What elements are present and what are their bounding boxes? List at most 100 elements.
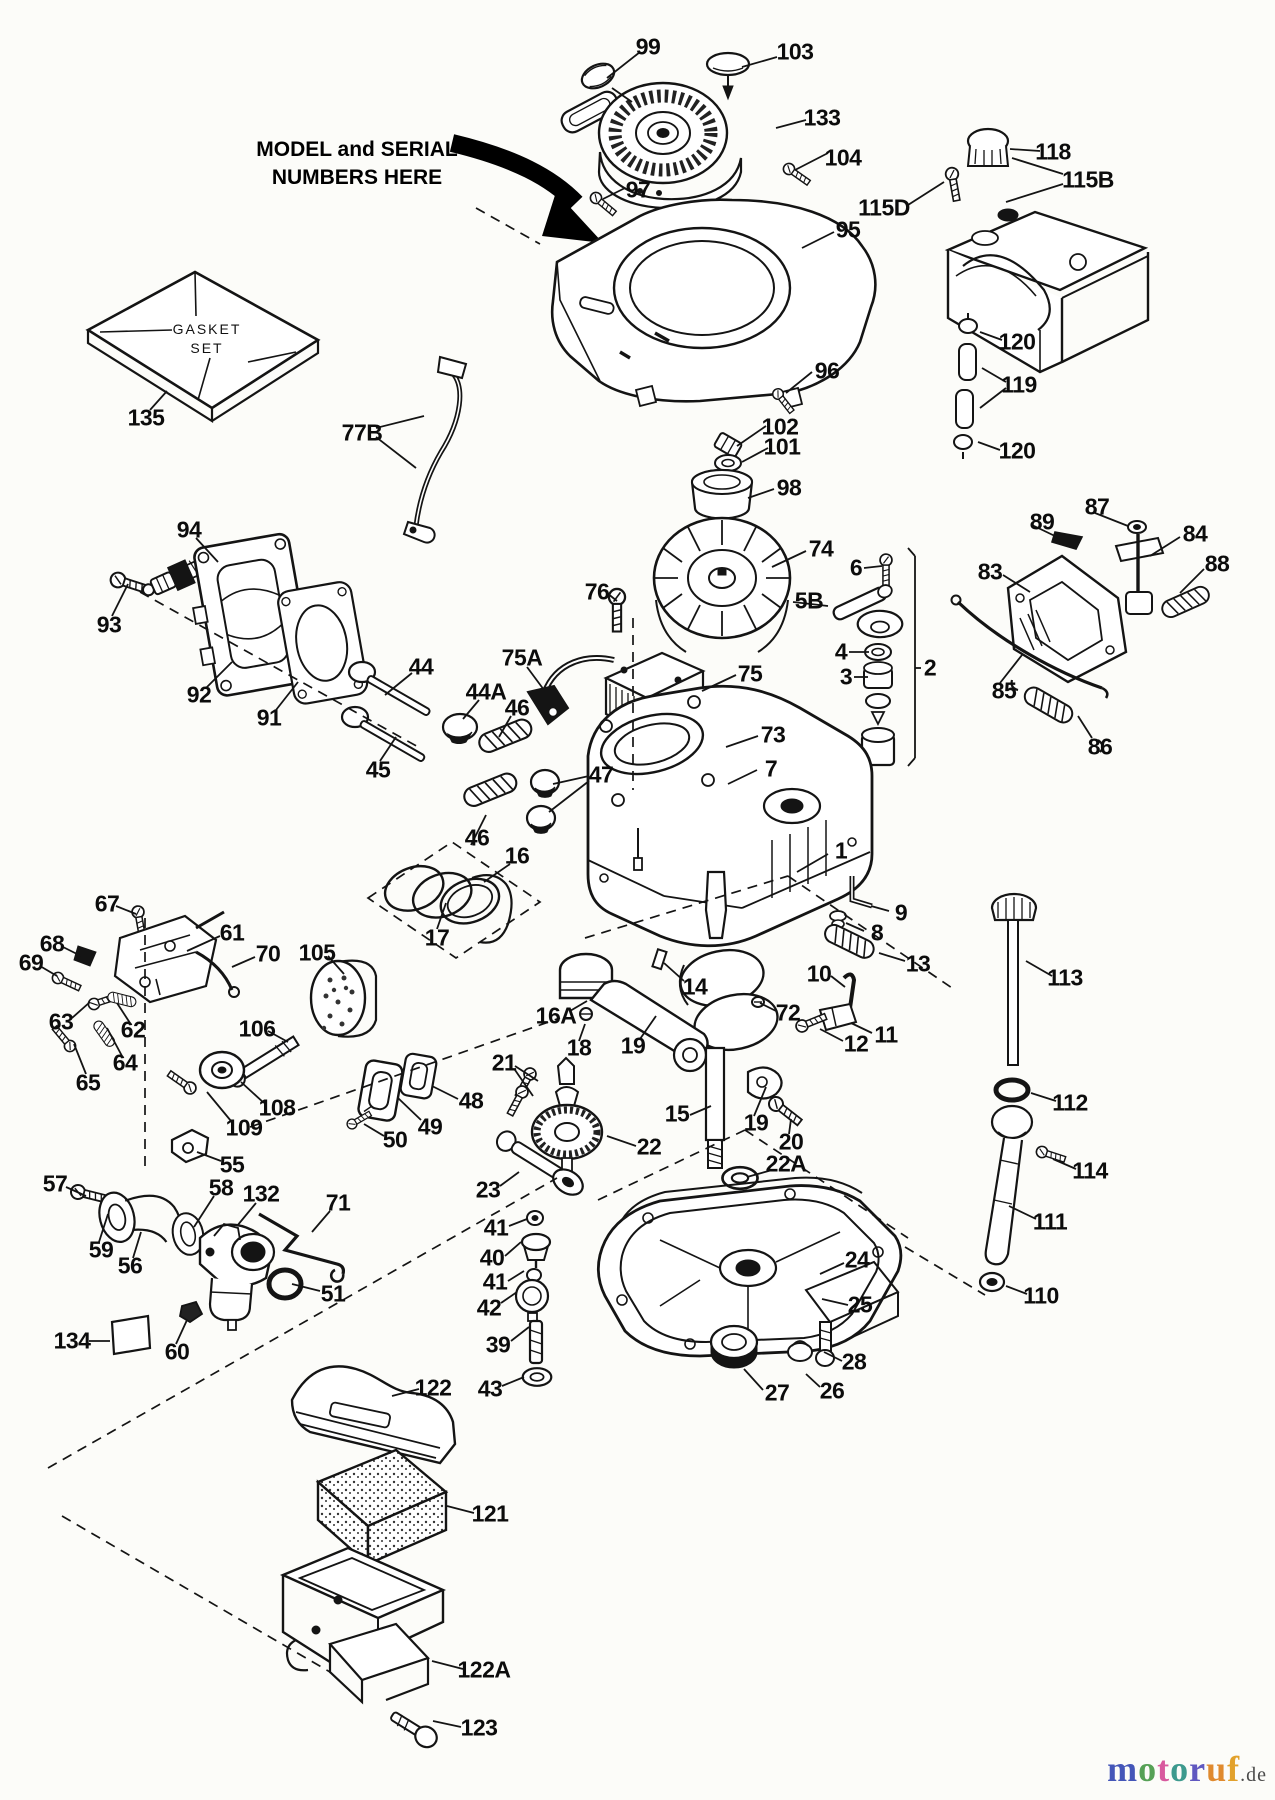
part-label-21: 21: [491, 1049, 517, 1076]
part-label-6: 6: [849, 554, 863, 581]
part-label-120: 120: [998, 437, 1036, 464]
part-label-104: 104: [824, 144, 862, 171]
watermark-letter: o: [1138, 1749, 1158, 1789]
part-label-17: 17: [424, 924, 450, 951]
part-label-132: 132: [242, 1180, 280, 1207]
part-label-75: 75: [737, 660, 763, 687]
gasket-set-label-line1: GASKET: [172, 321, 242, 337]
part-label-46: 46: [504, 694, 530, 721]
model-serial-note-line2: NUMBERS HERE: [271, 166, 443, 189]
part-label-73: 73: [760, 721, 786, 748]
part-label-65: 65: [75, 1069, 101, 1096]
part-label-120: 120: [998, 328, 1036, 355]
valve-train-group: [340, 660, 561, 834]
fuel-tank-assembly: [943, 127, 1150, 459]
part-label-9: 9: [894, 899, 908, 926]
part-label-76: 76: [584, 578, 610, 605]
part-label-50: 50: [382, 1126, 408, 1153]
part-label-103: 103: [776, 38, 814, 65]
part-label-22: 22: [636, 1133, 662, 1160]
dashed-assembly-lines: [47, 207, 986, 1673]
part-label-5B: 5B: [794, 587, 824, 614]
part-label-133: 133: [803, 104, 841, 131]
part-label-95: 95: [835, 216, 861, 243]
part-label-114: 114: [1072, 1157, 1108, 1184]
part-label-101: 101: [763, 433, 801, 460]
part-label-58: 58: [208, 1174, 234, 1201]
part-label-85: 85: [991, 677, 1017, 704]
blower-housing: [550, 198, 877, 416]
watermark-letter: o: [1170, 1749, 1190, 1789]
flywheel-group: [607, 432, 792, 653]
part-label-42: 42: [476, 1294, 502, 1321]
watermark-motoruf: motoruf.de: [1107, 1748, 1267, 1790]
part-label-83: 83: [977, 558, 1003, 585]
part-label-55: 55: [219, 1151, 245, 1178]
part-label-39: 39: [485, 1331, 511, 1358]
part-label-41: 41: [482, 1268, 508, 1295]
crankshaft-group: [558, 870, 805, 1191]
part-label-40: 40: [479, 1244, 505, 1271]
part-label-113: 113: [1047, 964, 1083, 991]
part-label-11: 11: [874, 1021, 898, 1048]
idler-group: [164, 1050, 246, 1164]
part-label-112: 112: [1052, 1089, 1088, 1116]
watermark-letter: m: [1107, 1749, 1139, 1789]
model-serial-note-line1: MODEL and SERIAL: [256, 138, 458, 161]
part-label-69: 69: [18, 949, 44, 976]
part-label-60: 60: [164, 1338, 190, 1365]
part-label-41: 41: [483, 1214, 509, 1241]
part-label-26: 26: [819, 1377, 845, 1404]
watermark-letter: u: [1206, 1749, 1228, 1789]
part-label-68: 68: [39, 930, 65, 957]
camshaft-group: [495, 1056, 604, 1196]
part-label-105: 105: [298, 939, 336, 966]
part-label-27: 27: [764, 1379, 790, 1406]
part-label-16A: 16A: [535, 1002, 577, 1029]
part-label-16: 16: [504, 842, 530, 869]
part-label-43: 43: [477, 1375, 503, 1402]
group-2-bracket: [907, 547, 921, 767]
part-label-67: 67: [94, 890, 120, 917]
part-label-89: 89: [1029, 508, 1055, 535]
part-label-4: 4: [834, 638, 848, 665]
part-label-92: 92: [186, 681, 212, 708]
part-label-123: 123: [460, 1714, 498, 1741]
air-cleaner-group: [279, 1365, 457, 1749]
part-label-122: 122: [414, 1374, 452, 1401]
part-label-15: 15: [664, 1100, 690, 1127]
part-label-88: 88: [1204, 550, 1230, 577]
part-label-111: 111: [1032, 1208, 1068, 1235]
part-label-106: 106: [238, 1015, 276, 1042]
part-label-62: 62: [120, 1016, 146, 1043]
model-serial-arrow: [449, 134, 603, 243]
part-label-19: 19: [743, 1109, 769, 1136]
part-label-12: 12: [843, 1030, 869, 1057]
cylinder-head-group: [107, 532, 369, 705]
model-serial-note: MODEL and SERIAL NUMBERS HERE: [232, 136, 482, 192]
leader-lines: [39, 51, 1205, 1728]
part-label-74: 74: [808, 535, 834, 562]
part-label-75A: 75A: [501, 644, 543, 671]
part-label-70: 70: [255, 940, 281, 967]
part-label-2: 2: [923, 654, 937, 681]
part-label-96: 96: [814, 357, 840, 384]
part-label-44A: 44A: [465, 678, 507, 705]
watermark-suffix: .de: [1240, 1764, 1267, 1786]
part-label-46: 46: [464, 824, 490, 851]
part-label-122A: 122A: [457, 1656, 511, 1683]
part-label-119: 119: [1001, 371, 1037, 398]
governor-control-right: [950, 520, 1213, 753]
cylinder-block: [586, 684, 874, 971]
part-label-13: 13: [905, 950, 931, 977]
watermark-letter: r: [1189, 1749, 1207, 1789]
part-label-77B: 77B: [341, 419, 383, 446]
speed-control-left: [49, 904, 240, 1055]
part-label-28: 28: [841, 1348, 867, 1375]
part-label-135: 135: [127, 404, 165, 431]
part-label-19: 19: [620, 1032, 646, 1059]
gasket-set-label: GASKET SET: [147, 320, 267, 358]
part-label-61: 61: [219, 919, 245, 946]
ground-wire: [402, 355, 468, 544]
